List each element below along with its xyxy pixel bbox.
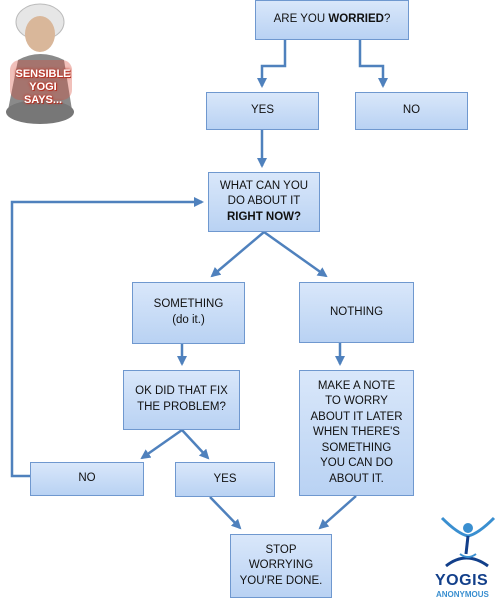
arrow-worried-no	[358, 40, 388, 88]
note-line: ABOUT IT.	[329, 472, 384, 485]
what-line-1: WHAT CAN YOU	[219, 179, 309, 192]
worried-bold: WORRIED	[328, 13, 384, 26]
badge-line: YOGI	[29, 81, 57, 93]
sensible-yogi-badge: SENSIBLE YOGI SAYS...	[0, 0, 100, 128]
note-line: MAKE A NOTE	[317, 379, 396, 392]
badge-text: SENSIBLE YOGI SAYS...	[4, 68, 82, 107]
worried-question-box: ARE YOU WORRIED?	[255, 0, 409, 40]
arrow-what-something	[210, 231, 265, 278]
yogis-wordmark: YOGIS	[435, 572, 489, 589]
note-line: ABOUT IT LATER	[310, 410, 403, 423]
nothing-label: NOTHING	[329, 305, 384, 318]
arrow-note-stop	[318, 495, 357, 530]
nothing-box: NOTHING	[299, 282, 414, 343]
stop-worrying-box: STOP WORRYING YOU'RE DONE.	[230, 534, 332, 598]
yogis-anonymous-logo	[432, 514, 502, 612]
note-line: YOU CAN DO	[320, 457, 393, 470]
what-can-you-do-box: WHAT CAN YOU DO ABOUT IT RIGHT NOW?	[208, 172, 320, 232]
something-line-1: SOMETHING	[153, 298, 224, 311]
note-line: WHEN THERE'S	[313, 426, 400, 439]
anonymous-wordmark: ANONYMOUS	[436, 590, 489, 599]
no-top-box: NO	[355, 92, 468, 130]
worried-post: ?	[383, 13, 391, 26]
ok-fix-box: OK DID THAT FIX THE PROBLEM?	[123, 370, 240, 430]
arrow-yes-stop	[209, 496, 242, 530]
no-bottom-label: NO	[78, 472, 96, 485]
no-bottom-box: NO	[30, 462, 144, 496]
what-line-3: RIGHT NOW?	[226, 210, 302, 223]
yes-bottom-box: YES	[175, 462, 275, 497]
something-box: SOMETHING (do it.)	[132, 282, 245, 344]
arrow-no-loop	[10, 197, 204, 478]
yes-top-label: YES	[250, 104, 274, 117]
note-line: SOMETHING	[321, 441, 392, 454]
something-line-2: (do it.)	[172, 314, 205, 326]
make-note-box: MAKE A NOTE TO WORRY ABOUT IT LATER WHEN…	[299, 370, 414, 496]
arrow-ok-no	[140, 428, 183, 460]
stop-line: WORRYING	[248, 559, 314, 572]
worried-pre: ARE YOU	[273, 13, 329, 26]
stop-line: YOU'RE DONE.	[239, 574, 323, 587]
badge-line: SENSIBLE	[15, 68, 71, 80]
yogi-figure-icon	[6, 3, 74, 124]
arrow-what-nothing	[263, 230, 328, 278]
note-line: TO WORRY	[325, 395, 388, 408]
no-top-label: NO	[402, 104, 421, 117]
arrow-worried-yes	[257, 40, 287, 88]
ok-line-1: OK DID THAT FIX	[135, 385, 228, 398]
badge-line: SAYS...	[23, 94, 63, 106]
stop-line: STOP	[265, 543, 297, 556]
arrow-ok-yes	[181, 429, 210, 460]
yes-top-box: YES	[206, 92, 319, 130]
ok-line-2: THE PROBLEM?	[137, 401, 226, 413]
yes-bottom-label: YES	[213, 472, 237, 485]
what-line-2: DO ABOUT IT	[227, 195, 301, 208]
yoga-figure-icon	[440, 516, 496, 568]
